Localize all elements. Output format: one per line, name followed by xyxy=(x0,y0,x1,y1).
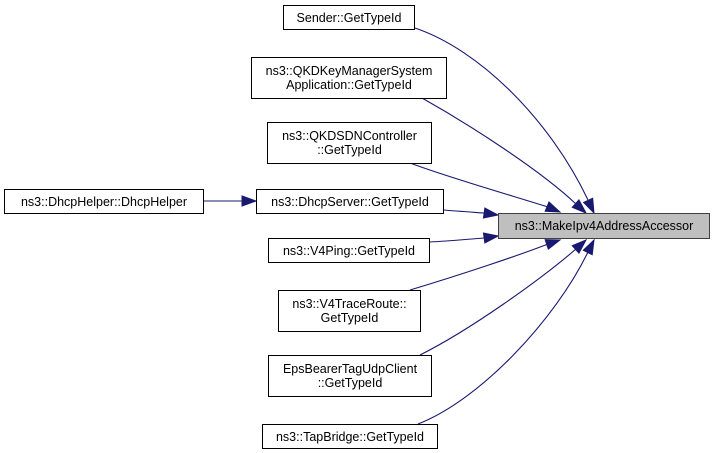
edge-tapbridge-to-target xyxy=(417,238,595,425)
arrowhead-icon xyxy=(241,195,258,207)
node-label-line2: Application::GetTypeId xyxy=(286,78,412,92)
node-label-line1: ns3::QKDSDNController xyxy=(282,129,417,143)
edge-qkdkms-to-target xyxy=(421,97,588,214)
node-v4ping-gettypeid[interactable]: ns3::V4Ping::GetTypeId xyxy=(268,238,430,263)
edge-line xyxy=(409,162,549,208)
node-label: ns3::TapBridge::GetTypeId xyxy=(275,429,424,444)
arrowhead-icon xyxy=(544,201,562,213)
edge-dhcpserver-to-target xyxy=(443,207,500,219)
arrowhead-icon xyxy=(482,207,500,219)
edge-line xyxy=(414,27,589,201)
node-label-line2: GetTypeId xyxy=(320,311,379,325)
edge-qkdsdn-to-target xyxy=(409,162,562,213)
node-epsbearertagudpclient-gettypeid[interactable]: EpsBearerTagUdpClient ::GetTypeId xyxy=(268,355,432,397)
arrowhead-icon xyxy=(544,239,562,251)
edge-line xyxy=(417,251,589,425)
node-dhcpserver-gettypeid[interactable]: ns3::DhcpServer::GetTypeId xyxy=(256,189,444,214)
node-v4traceroute-gettypeid[interactable]: ns3::V4TraceRoute:: GetTypeId xyxy=(278,290,421,332)
arrowhead-icon xyxy=(582,197,595,215)
node-label: Sender::GetTypeId xyxy=(296,10,402,25)
node-label: ns3::MakeIpv4AddressAccessor xyxy=(514,219,694,233)
node-label: ns3::DhcpServer::GetTypeId xyxy=(271,194,429,209)
arrowhead-icon xyxy=(571,199,588,214)
arrowhead-icon xyxy=(582,238,595,256)
node-label-line1: ns3::QKDKeyManagerSystem xyxy=(265,64,433,78)
edge-sender-to-target xyxy=(414,27,595,215)
node-dhcphelper-dhcphelper[interactable]: ns3::DhcpHelper::DhcpHelper xyxy=(4,189,204,214)
edge-line xyxy=(421,97,577,205)
edge-line xyxy=(409,243,549,291)
node-tapbridge-gettypeid[interactable]: ns3::TapBridge::GetTypeId xyxy=(262,424,438,449)
edge-v4trace-to-target xyxy=(409,239,562,291)
node-qkdkeymanagersystem-gettypeid[interactable]: ns3::QKDKeyManagerSystem Application::Ge… xyxy=(251,57,447,99)
node-label-line2: ::GetTypeId xyxy=(317,143,382,157)
node-label-line1: ns3::V4TraceRoute:: xyxy=(292,297,407,311)
edge-epsbearer-to-target xyxy=(419,239,588,356)
node-label-line2: ::GetTypeId xyxy=(317,376,383,390)
edge-line xyxy=(429,237,485,243)
edge-line xyxy=(443,209,485,214)
node-label: ns3::V4Ping::GetTypeId xyxy=(282,243,416,258)
node-label: ns3::DhcpHelper::DhcpHelper xyxy=(20,194,188,209)
node-label-line1: EpsBearerTagUdpClient xyxy=(282,362,418,376)
arrowhead-icon xyxy=(482,232,500,244)
node-qkdsdncontroller-gettypeid[interactable]: ns3::QKDSDNController ::GetTypeId xyxy=(267,122,432,164)
node-sender-gettypeid[interactable]: Sender::GetTypeId xyxy=(283,5,415,30)
edge-dhcphelper-to-dhcpserver xyxy=(204,195,258,207)
edge-line xyxy=(419,248,577,356)
edge-v4ping-to-target xyxy=(429,232,500,244)
arrowhead-icon xyxy=(571,239,588,254)
node-makeipv4addressaccessor-target: ns3::MakeIpv4AddressAccessor xyxy=(498,213,710,239)
